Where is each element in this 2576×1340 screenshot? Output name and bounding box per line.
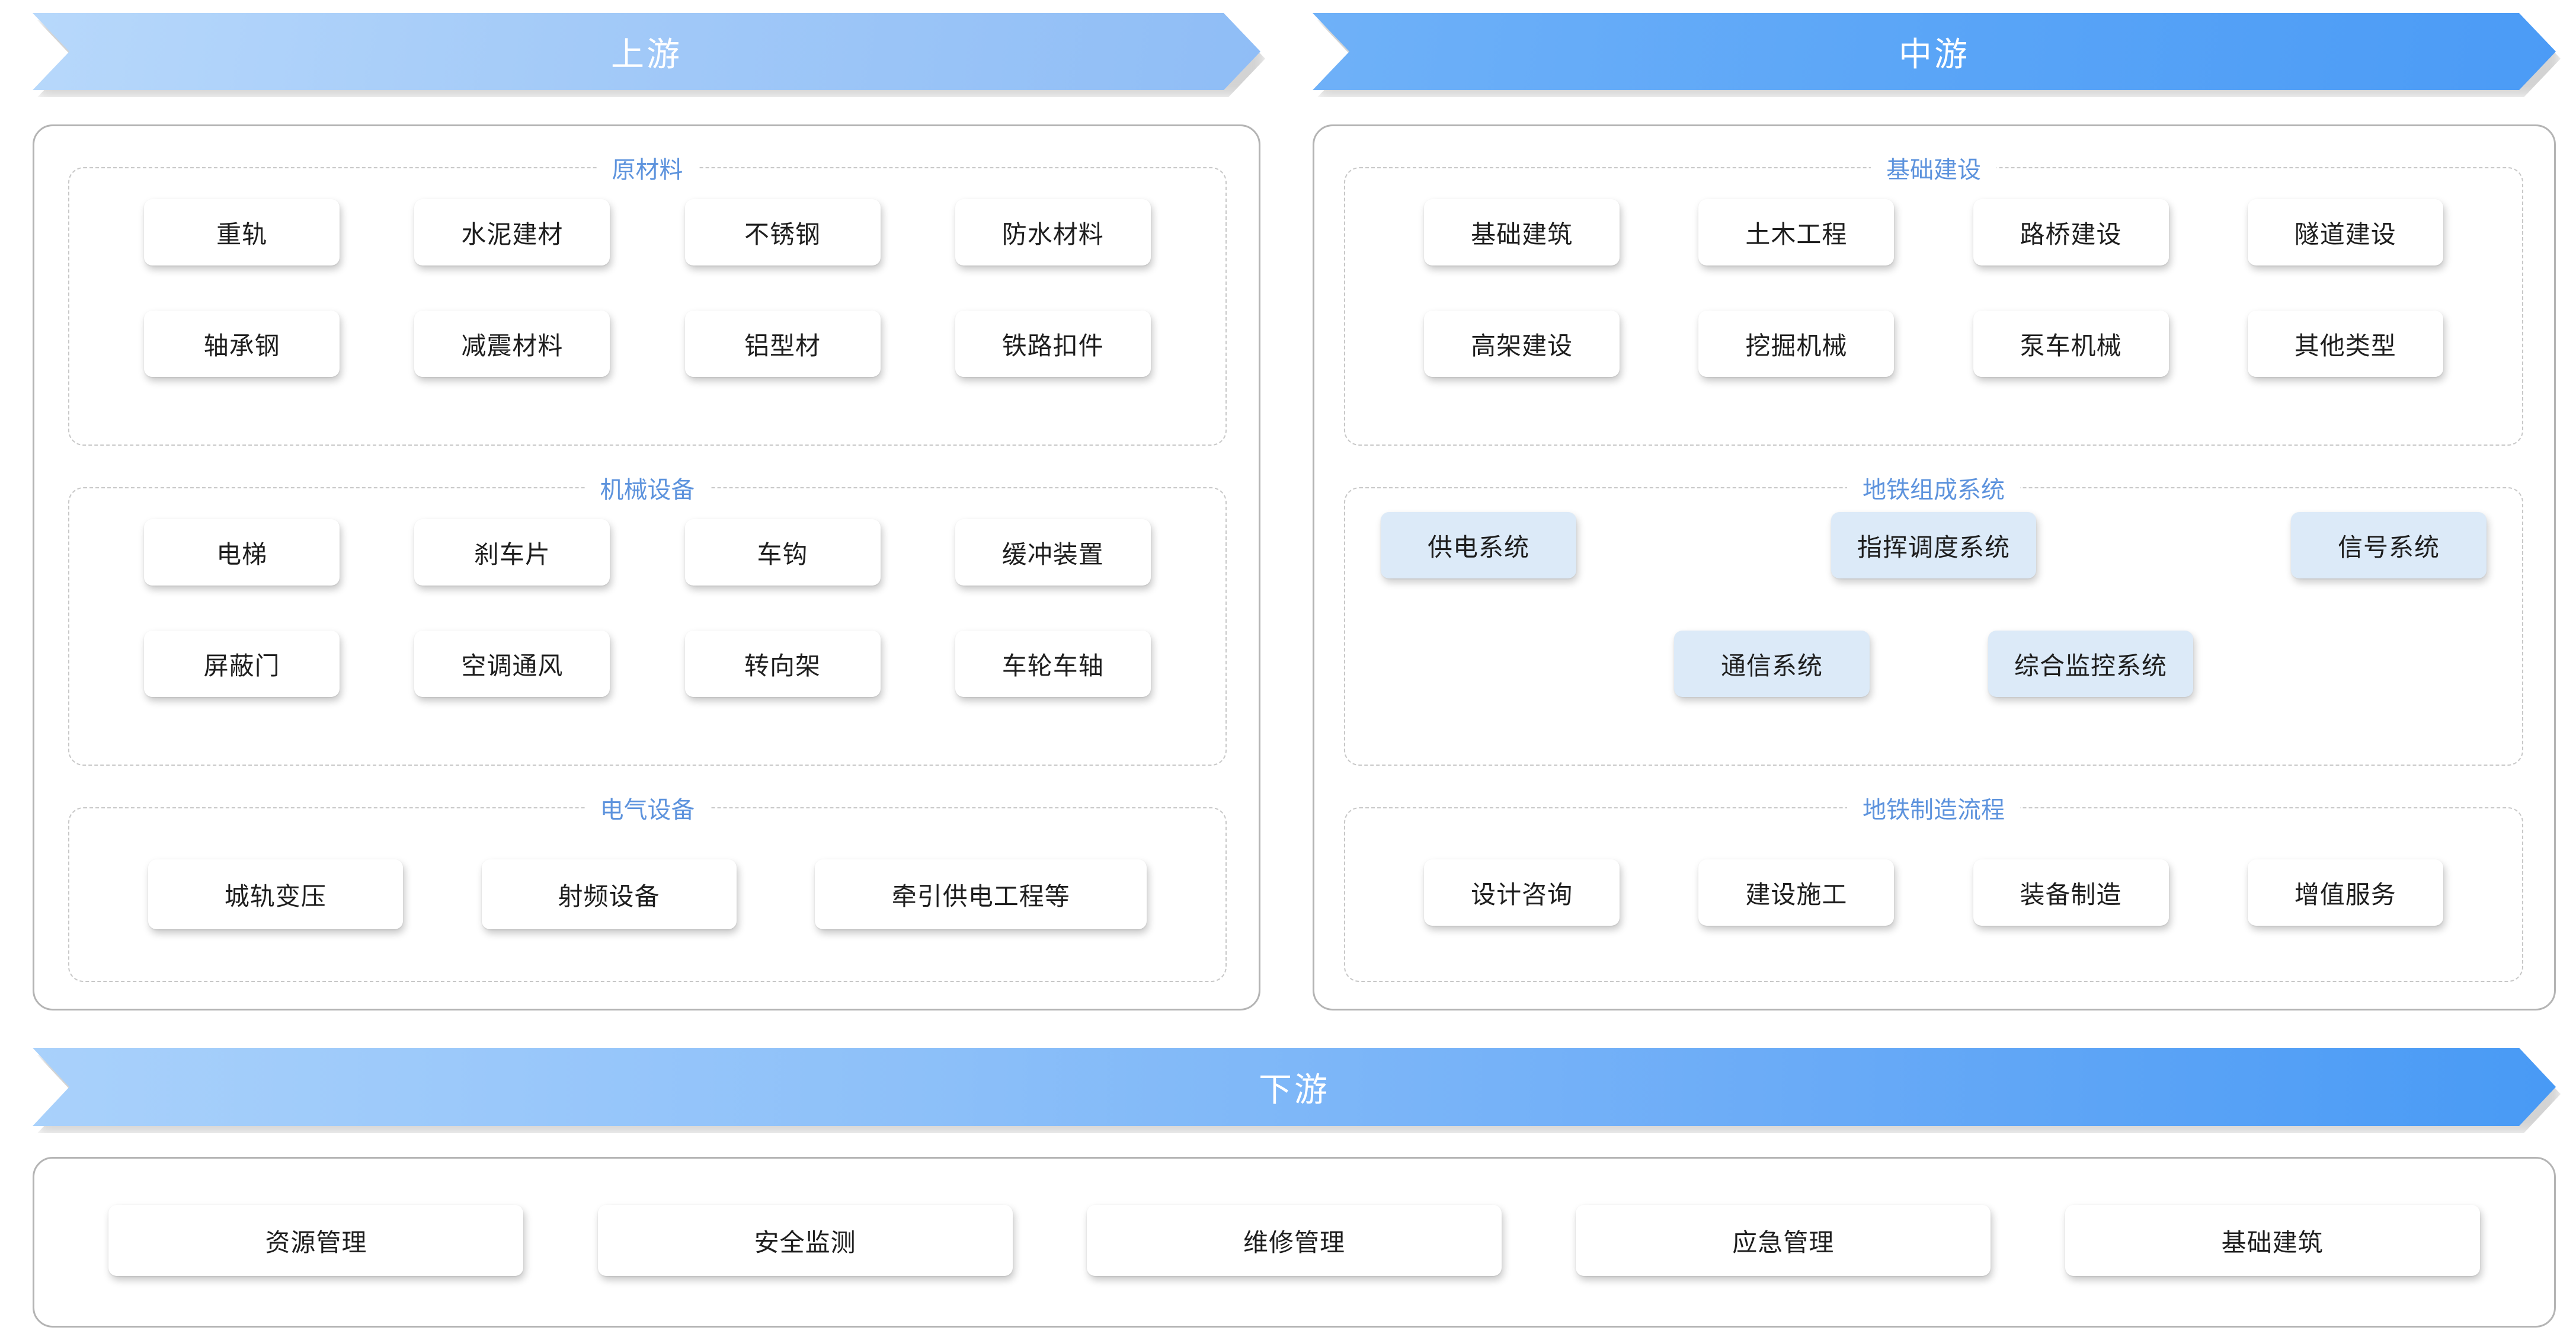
card-item[interactable]: 水泥建材: [414, 199, 610, 266]
card-item[interactable]: 维修管理: [1086, 1205, 1502, 1276]
card-item[interactable]: 牵引供电工程等: [815, 859, 1147, 929]
downstream-banner: 下游: [33, 1048, 2556, 1126]
card-item[interactable]: 通信系统: [1673, 631, 1870, 697]
upstream-banner-label: 上游: [611, 35, 682, 73]
card-item[interactable]: 路桥建设: [1973, 199, 2169, 266]
card-item[interactable]: 不锈钢: [684, 199, 881, 266]
group-infrastructure: 基础建设 基础建筑 土木工程 路桥建设 隧道建设 高架建设 挖掘机械 泵车机械 …: [1344, 151, 2523, 446]
group-mechanical-equipment: 机械设备 电梯 刹车片 车钩 缓冲装置 屏蔽门 空调通风 转向架 车轮车轴: [68, 471, 1227, 766]
card-item[interactable]: 泵车机械: [1973, 311, 2169, 377]
group-metro-systems: 地铁组成系统 供电系统 指挥调度系统 信号系统 通信系统 综合监控系统: [1344, 471, 2523, 766]
card-item[interactable]: 其他类型: [2247, 311, 2443, 377]
card-item[interactable]: 转向架: [684, 631, 881, 697]
group-electrical-equipment: 电气设备 城轨变压 射频设备 牵引供电工程等: [68, 791, 1227, 982]
card-row: 供电系统 指挥调度系统 信号系统: [1345, 512, 2522, 578]
card-item[interactable]: 装备制造: [1973, 859, 2169, 926]
card-item[interactable]: 高架建设: [1424, 311, 1620, 377]
group-metro-manufacturing-process: 地铁制造流程 设计咨询 建设施工 装备制造 增值服务: [1344, 791, 2523, 982]
card-row: 资源管理 安全监测 维修管理 应急管理 基础建筑: [34, 1205, 2554, 1276]
card-item[interactable]: 轴承钢: [144, 311, 340, 377]
card-row: 电梯 刹车片 车钩 缓冲装置: [69, 519, 1225, 586]
group-electrical-equipment-legend: 电气设备: [584, 791, 711, 825]
card-item[interactable]: 增值服务: [2247, 859, 2443, 926]
card-row: 轴承钢 减震材料 铝型材 铁路扣件: [69, 311, 1225, 377]
card-item[interactable]: 屏蔽门: [144, 631, 340, 697]
card-item[interactable]: 缓冲装置: [955, 519, 1151, 586]
card-item[interactable]: 挖掘机械: [1698, 311, 1895, 377]
card-item[interactable]: 基础建筑: [2065, 1205, 2480, 1276]
card-item[interactable]: 综合监控系统: [1988, 631, 2193, 697]
card-item[interactable]: 射频设备: [481, 859, 737, 929]
card-item[interactable]: 资源管理: [108, 1205, 524, 1276]
card-item[interactable]: 设计咨询: [1424, 859, 1620, 926]
card-item[interactable]: 隧道建设: [2247, 199, 2443, 266]
card-item[interactable]: 车钩: [684, 519, 881, 586]
card-item[interactable]: 建设施工: [1698, 859, 1895, 926]
card-item[interactable]: 信号系统: [2290, 512, 2487, 578]
card-row: 高架建设 挖掘机械 泵车机械 其他类型: [1345, 311, 2522, 377]
card-item[interactable]: 电梯: [144, 519, 340, 586]
card-item[interactable]: 空调通风: [414, 631, 610, 697]
card-item[interactable]: 刹车片: [414, 519, 610, 586]
card-item[interactable]: 土木工程: [1698, 199, 1895, 266]
upstream-banner: 上游: [33, 13, 1260, 90]
card-row: 设计咨询 建设施工 装备制造 增值服务: [1345, 859, 2522, 926]
card-row: 城轨变压 射频设备 牵引供电工程等: [69, 859, 1225, 929]
card-item[interactable]: 车轮车轴: [955, 631, 1151, 697]
card-item[interactable]: 应急管理: [1576, 1205, 1991, 1276]
group-raw-materials: 原材料 重轨 水泥建材 不锈钢 防水材料 轴承钢 减震材料 铝型材 铁路扣件: [68, 151, 1227, 446]
card-item[interactable]: 铝型材: [684, 311, 881, 377]
card-item[interactable]: 指挥调度系统: [1831, 512, 2036, 578]
card-item[interactable]: 基础建筑: [1424, 199, 1620, 266]
card-item[interactable]: 减震材料: [414, 311, 610, 377]
group-infrastructure-legend: 基础建设: [1871, 151, 1996, 185]
group-metro-manufacturing-process-legend: 地铁制造流程: [1847, 791, 2020, 825]
group-raw-materials-legend: 原材料: [596, 151, 699, 185]
midstream-banner-label: 中游: [1899, 35, 1970, 73]
group-metro-systems-legend: 地铁组成系统: [1847, 471, 2020, 505]
downstream-banner-label: 下游: [1259, 1070, 1330, 1108]
card-row: 重轨 水泥建材 不锈钢 防水材料: [69, 199, 1225, 266]
card-row: 通信系统 综合监控系统: [1345, 631, 2522, 697]
card-item[interactable]: 供电系统: [1381, 512, 1576, 578]
downstream-panel: 资源管理 安全监测 维修管理 应急管理 基础建筑: [33, 1157, 2556, 1328]
group-mechanical-equipment-legend: 机械设备: [584, 471, 711, 505]
card-row: 基础建筑 土木工程 路桥建设 隧道建设: [1345, 199, 2522, 266]
card-item[interactable]: 城轨变压: [148, 859, 403, 929]
card-row: 屏蔽门 空调通风 转向架 车轮车轴: [69, 631, 1225, 697]
midstream-banner: 中游: [1313, 13, 2556, 90]
card-item[interactable]: 安全监测: [597, 1205, 1013, 1276]
card-item[interactable]: 铁路扣件: [955, 311, 1151, 377]
card-item[interactable]: 防水材料: [955, 199, 1151, 266]
card-item[interactable]: 重轨: [144, 199, 340, 266]
